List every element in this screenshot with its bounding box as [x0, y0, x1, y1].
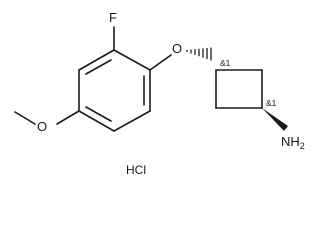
bold-wedge-bond	[262, 108, 288, 131]
stereo-flag-c1: &1	[220, 58, 231, 68]
cyclobutane-ring	[215, 69, 263, 109]
aryl-ether-bond	[149, 54, 172, 71]
benzene-ring	[78, 49, 151, 132]
methoxy-oxygen-label: O	[37, 119, 47, 134]
hashed-wedge-bond	[186, 47, 212, 61]
methyl-bond	[14, 111, 36, 125]
methoxy-bond	[56, 110, 80, 125]
stereo-flag-c3: &1	[266, 98, 277, 108]
chemical-structure: F O O NH2 &1 &1 HCl	[14, 10, 305, 177]
fluorine-label: F	[109, 10, 117, 25]
salt-label: HCl	[126, 163, 146, 177]
ether-oxygen-label: O	[172, 41, 182, 56]
amine-label: NH2	[281, 134, 305, 151]
